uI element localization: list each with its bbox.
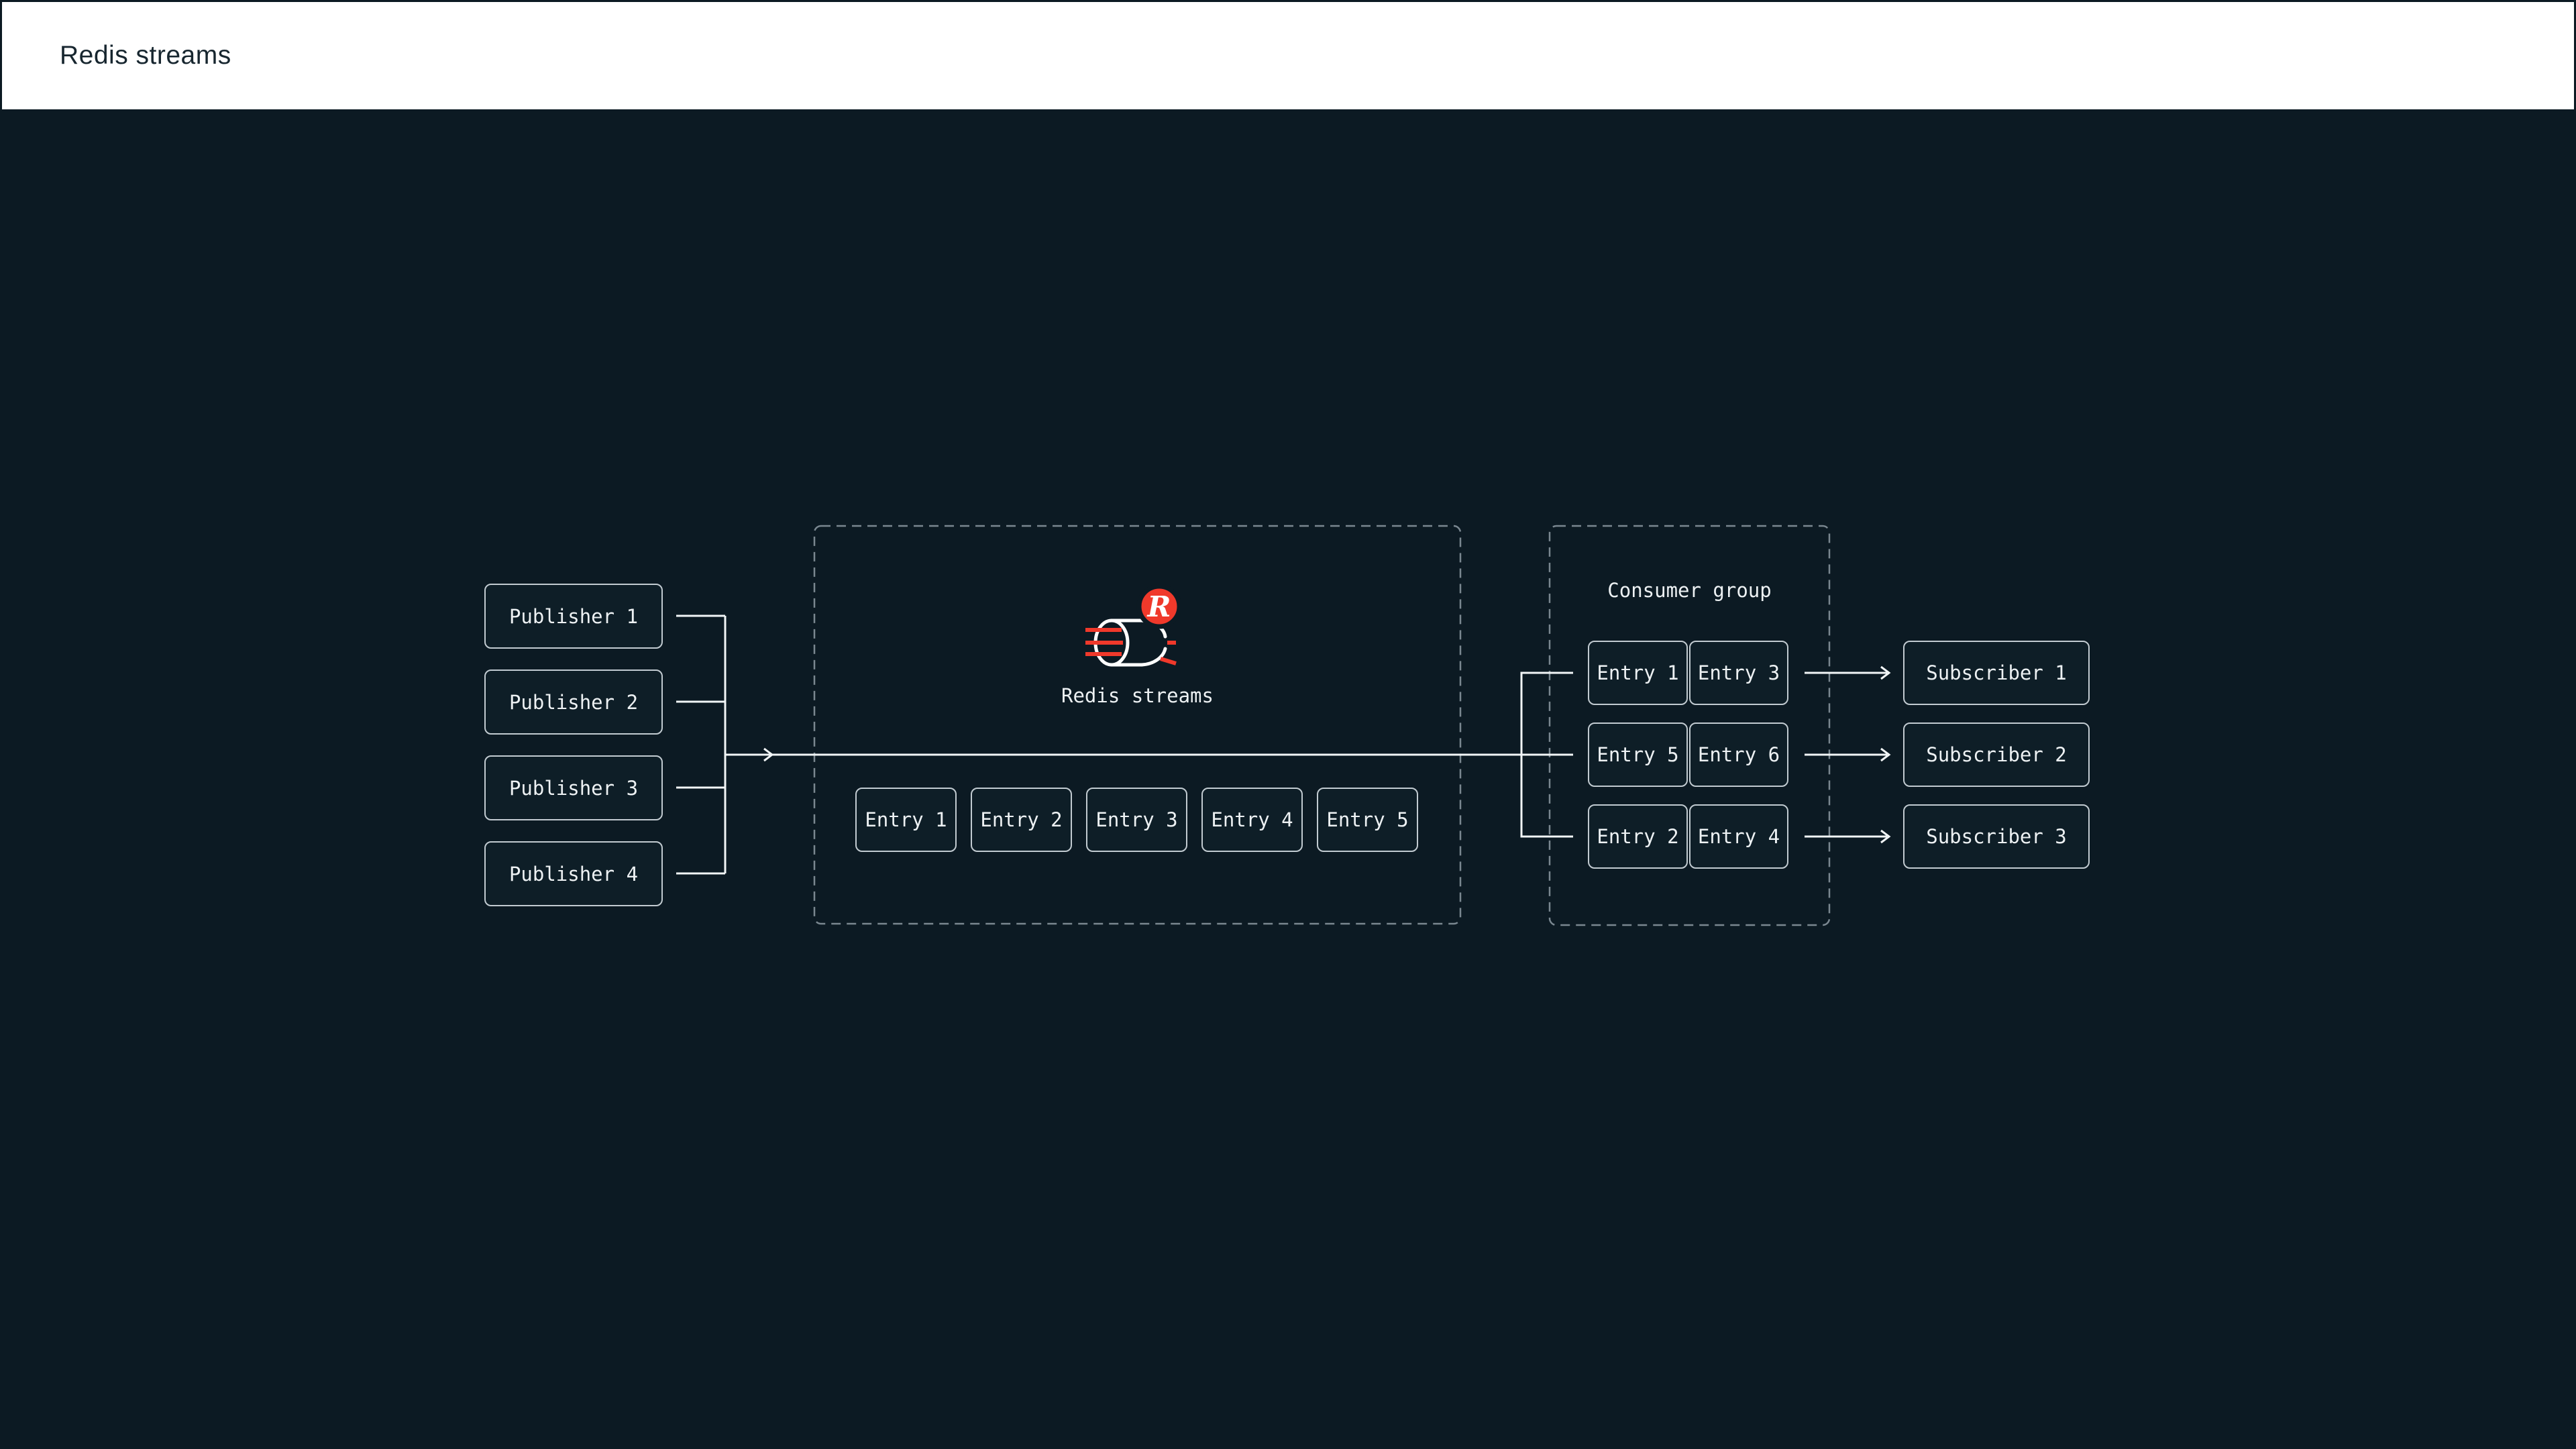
stream-group-title: Redis streams [1061,684,1214,707]
stream-entry-4-node[interactable]: Entry 4 [1201,788,1303,852]
consumer-entry-1-node[interactable]: Entry 1 [1588,641,1688,705]
stream-entry-2-node[interactable]: Entry 2 [971,788,1072,852]
stream-entry-3-node[interactable]: Entry 3 [1086,788,1187,852]
consumer-group-outline[interactable] [1548,525,1831,926]
page-title: Redis streams [60,41,231,70]
stream-entry-1-node[interactable]: Entry 1 [855,788,957,852]
consumer-entry-3-node[interactable]: Entry 3 [1689,641,1788,705]
header-bar: Redis streams [0,0,2576,109]
publisher-1-node[interactable]: Publisher 1 [484,584,663,649]
arrowhead-main [763,747,774,762]
consumer-group-title: Consumer group [1607,579,1772,602]
publisher-3-node[interactable]: Publisher 3 [484,755,663,820]
consumer-entry-6-node[interactable]: Entry 6 [1689,722,1788,787]
subscriber-2-node[interactable]: Subscriber 2 [1903,722,2090,787]
stream-entry-5-node[interactable]: Entry 5 [1317,788,1418,852]
redis-badge-letter: R [1147,590,1171,623]
redis-logo-badge-icon [1136,584,1182,629]
speed-lines-icon [1085,628,1177,665]
connector-consumer-bracket [1520,672,1573,838]
publisher-2-node[interactable]: Publisher 2 [484,669,663,735]
consumer-entry-2-node[interactable]: Entry 2 [1588,804,1688,869]
arrowhead-subscriber-3 [1880,829,1891,844]
stream-group-outline[interactable] [813,525,1462,925]
consumer-entry-4-node[interactable]: Entry 4 [1689,804,1788,869]
subscriber-3-node[interactable]: Subscriber 3 [1903,804,2090,869]
subscriber-1-node[interactable]: Subscriber 1 [1903,641,2090,705]
publisher-4-node[interactable]: Publisher 4 [484,841,663,906]
redis-streams-icon[interactable]: R [1080,581,1182,669]
arrowhead-subscriber-2 [1880,747,1891,762]
arrowhead-subscriber-1 [1880,665,1891,680]
consumer-entry-5-node[interactable]: Entry 5 [1588,722,1688,787]
